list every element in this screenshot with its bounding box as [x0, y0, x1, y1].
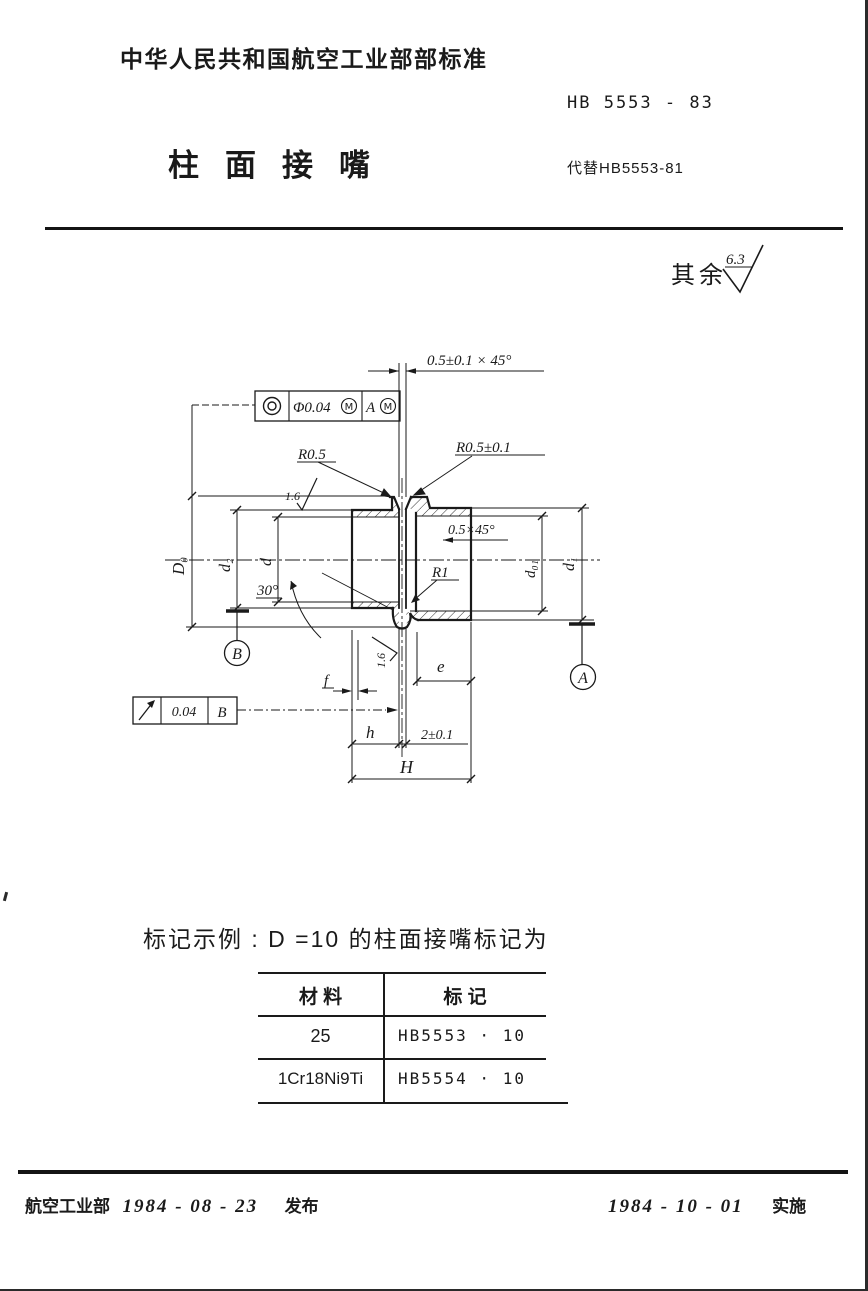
standard-org-title: 中华人民共和国航空工业部部标准: [120, 46, 488, 72]
dim-d01: d₀₁: [523, 560, 539, 578]
radius-leaders: [317, 455, 473, 498]
marking-example-text: 标记示例 : D =10 的柱面接嘴标记为: [143, 926, 549, 952]
scan-edge-bottom: [0, 1289, 868, 1291]
roughness-check-icon: [722, 244, 764, 294]
dim-lines-left: [191, 405, 279, 627]
footer-implement: 1984 - 10 - 01 实施: [608, 1192, 806, 1218]
dim-r-fillet: R1: [411, 565, 459, 603]
footer-issuer: 航空工业部: [25, 1197, 110, 1216]
dim-d1: d₁: [561, 557, 578, 571]
footer-impl-label: 实施: [772, 1197, 807, 1216]
table-border: [258, 1102, 568, 1104]
footer-rule: [18, 1170, 848, 1174]
dim-r-right: R0.5±0.1: [455, 440, 511, 456]
footer-issue: 航空工业部 1984 - 08 - 23 发布: [25, 1192, 319, 1218]
dim-r-left: R0.5: [297, 447, 326, 463]
datum-b: B: [223, 609, 251, 667]
svg-text:M: M: [384, 402, 393, 413]
dim-angle: 30°: [256, 572, 394, 639]
tolerance-frame-concentricity: Φ0.04 M A M: [192, 390, 401, 422]
standard-number: HB 5553 - 83: [567, 93, 714, 113]
footer-issue-label: 发布: [284, 1197, 319, 1216]
dim-e: e: [417, 657, 471, 682]
svg-text:1.6: 1.6: [285, 489, 300, 503]
roughness-top: 1.6: [285, 477, 318, 512]
scan-artifact: [2, 891, 9, 902]
svg-text:A: A: [365, 400, 376, 416]
table-border: [258, 1015, 546, 1017]
svg-text:0.5±0.1 × 45°: 0.5±0.1 × 45°: [427, 353, 511, 369]
svg-text:Φ0.04: Φ0.04: [293, 400, 331, 416]
table-cell-marking-1: HB5553 · 10: [398, 1026, 526, 1045]
scan-edge-right: [865, 0, 868, 1291]
svg-text:H: H: [399, 757, 414, 777]
extension-lines: [186, 363, 594, 783]
dim-d: d: [258, 557, 275, 566]
table-cell-material-1: 25: [310, 1026, 331, 1046]
svg-text:2±0.1: 2±0.1: [421, 728, 453, 743]
part-inner-lines: [352, 515, 471, 612]
dim-ticks: [187, 491, 587, 784]
roughness-check-icon: [296, 477, 318, 512]
table-cell-marking-2: HB5554 · 10: [398, 1069, 526, 1088]
dim-h-bore-H: h 2±0.1 H: [352, 723, 471, 780]
footer-impl-date: 1984 - 10 - 01: [608, 1196, 744, 1217]
svg-text:e: e: [437, 657, 445, 676]
svg-text:30°: 30°: [256, 583, 278, 599]
modifier-circle-icon: [379, 397, 397, 415]
svg-text:0.5×45°: 0.5×45°: [448, 523, 495, 538]
table-border: [383, 972, 385, 1104]
header-rule: [45, 227, 843, 230]
modifier-circle-icon: [340, 397, 358, 415]
svg-text:f: f: [324, 673, 330, 689]
centerlines: [165, 478, 600, 757]
surface-roughness-note: 其余 6.3: [671, 244, 764, 294]
svg-text:B: B: [217, 705, 226, 721]
concentricity-icon: [262, 396, 282, 416]
roughness-check-icon: [371, 636, 398, 662]
dim-D0: D₀: [169, 557, 188, 576]
technical-drawing: 其余 6.3: [132, 244, 764, 784]
circular-runout-icon: [138, 700, 155, 721]
footer-issue-date: 1984 - 08 - 23: [122, 1196, 259, 1217]
svg-text:1.6: 1.6: [374, 653, 388, 668]
roughness-bottom: 1.6: [371, 636, 398, 668]
dim-chamfer-top: 0.5±0.1 × 45°: [368, 353, 544, 374]
section-hatching: [352, 497, 471, 627]
svg-text:A: A: [577, 670, 588, 687]
tolerance-frame-runout: 0.04 B: [132, 696, 398, 725]
svg-text:R1: R1: [431, 565, 449, 581]
svg-text:0.04: 0.04: [172, 705, 197, 720]
table-border: [258, 1058, 546, 1060]
replaces-note: 代替HB5553-81: [567, 160, 684, 177]
dim-chamfer-right: 0.5×45°: [443, 523, 508, 543]
table-cell-material-2: 1Cr18Ni9Ti: [277, 1069, 364, 1088]
datum-a: A: [569, 622, 597, 691]
table-header-marking: 标 记: [443, 987, 487, 1008]
svg-text:h: h: [366, 723, 375, 742]
table-header-material: 材 料: [298, 987, 343, 1008]
table-border: [258, 972, 546, 974]
surface-note-value: 6.3: [726, 252, 745, 268]
page-title: 柱面接嘴: [168, 148, 396, 183]
dim-f: f: [322, 673, 377, 694]
surface-note-prefix: 其余: [671, 261, 727, 289]
dim-d2: d₂: [217, 558, 234, 572]
svg-text:B: B: [232, 646, 242, 663]
svg-text:M: M: [345, 402, 354, 413]
